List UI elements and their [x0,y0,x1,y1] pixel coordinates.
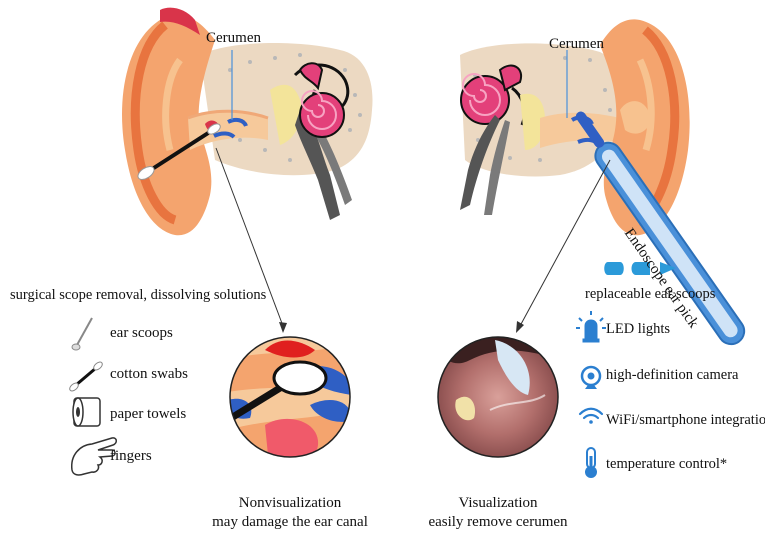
right-caption: Visualization easily remove cerumen [413,494,583,532]
methods-heading: surgical scope removal, dissolving solut… [10,287,266,304]
feature-label-led: LED lights [606,321,670,338]
left-caption: Nonvisualization may damage the ear cana… [205,494,375,532]
tool-label-fingers: fingers [110,448,152,465]
tool-label-cotton-swabs: cotton swabs [110,366,188,383]
scoops-label: replaceable ear scoops [585,286,715,303]
right-caption-line1: Visualization [413,494,583,513]
feature-label-temperature: temperature control* [606,456,727,473]
right-zoom-view [436,335,560,459]
left-caption-line1: Nonvisualization [205,494,375,513]
right-caption-line2: easily remove cerumen [413,513,583,532]
ear-scoop-icon [72,318,92,350]
left-ear-illustration [122,8,373,333]
feature-label-wifi: WiFi/smartphone integration [606,412,765,429]
right-cerumen-label: Cerumen [549,36,604,53]
left-cerumen-label: Cerumen [206,30,261,47]
tool-label-paper-towels: paper towels [110,406,186,423]
wifi-icon [580,409,602,424]
tool-label-ear-scoops: ear scoops [110,325,173,342]
thermometer-icon [585,448,597,478]
camera-icon [582,367,600,389]
feature-label-camera: high-definition camera [606,367,738,384]
cotton-swab-icon [68,360,104,392]
led-light-icon [576,311,606,342]
paper-towel-icon [73,398,100,426]
left-zoom-view [228,335,352,463]
left-caption-line2: may damage the ear canal [205,513,375,532]
